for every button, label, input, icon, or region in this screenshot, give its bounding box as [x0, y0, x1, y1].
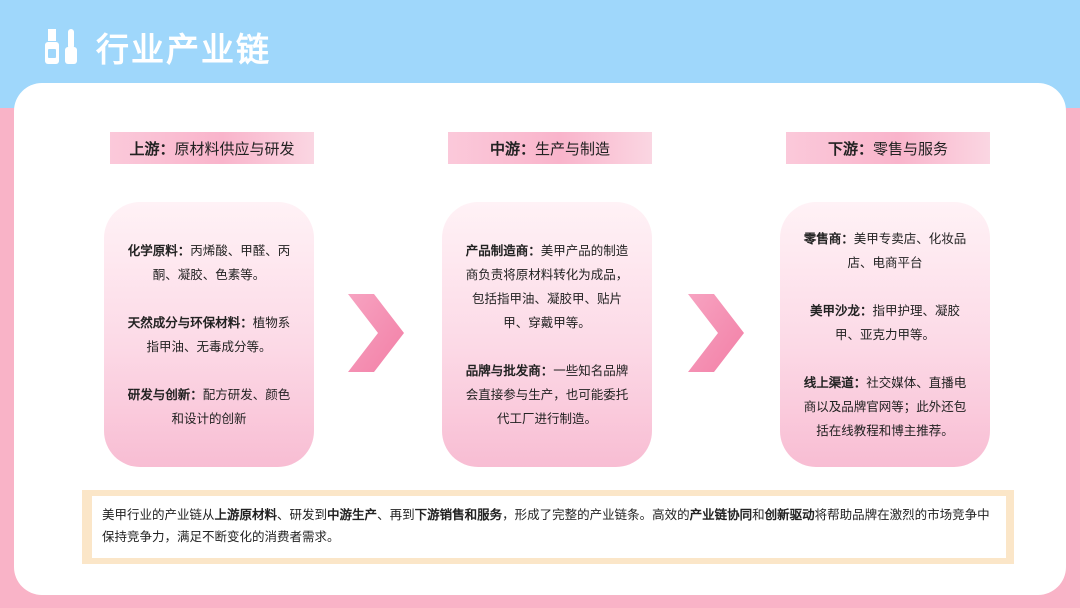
stage-label-bold: 上游： [129, 139, 175, 158]
stage-box-upstream: 化学原料：丙烯酸、甲醛、丙酮、凝胶、色素等。 天然成分与环保材料：植物系指甲油、… [104, 202, 314, 467]
summary-highlight: 上游原材料 [214, 507, 278, 522]
list-item: 研发与创新：配方研发、颜色和设计的创新 [124, 383, 294, 431]
list-item: 化学原料：丙烯酸、甲醛、丙酮、凝胶、色素等。 [124, 239, 294, 287]
summary-segment: 将帮助品牌在激烈的市场竞争中保持竞争力，满足不断变化的消费者需求。 [102, 507, 990, 544]
list-item: 品牌与批发商：一些知名品牌会直接参与生产，也可能委托代工厂进行制造。 [462, 359, 632, 431]
item-text: 指甲护理、凝胶甲、亚克力甲等。 [834, 302, 961, 342]
summary-highlight: 产业链协同 [689, 507, 753, 522]
chevron-right-icon [688, 294, 744, 376]
item-text: 配方研发、颜色和设计的创新 [171, 386, 291, 426]
list-item: 线上渠道：社交媒体、直播电商以及品牌官网等；此外还包括在线教程和博主推荐。 [800, 371, 970, 443]
summary-segment: 和 [752, 507, 765, 522]
summary-highlight: 创新驱动 [764, 507, 815, 522]
stage-box-downstream: 零售商：美甲专卖店、化妆品店、电商平台 美甲沙龙：指甲护理、凝胶甲、亚克力甲等。… [780, 202, 990, 467]
list-item: 美甲沙龙：指甲护理、凝胶甲、亚克力甲等。 [800, 299, 970, 347]
header: 行业产业链 [42, 24, 271, 70]
item-title: 美甲沙龙： [809, 302, 873, 318]
summary-highlight: 下游销售和服务 [414, 507, 503, 522]
stage-label-upstream: 上游：原材料供应与研发 [110, 132, 314, 164]
chevron-right-icon [348, 294, 404, 376]
stage-label-downstream: 下游：零售与服务 [786, 132, 990, 164]
item-title: 零售商： [803, 230, 854, 246]
item-text: 一些知名品牌会直接参与生产，也可能委托代工厂进行制造。 [465, 362, 629, 426]
stage-box-midstream: 产品制造商：美甲产品的制造商负责将原材料转化为成品，包括指甲油、凝胶甲、贴片甲、… [442, 202, 652, 467]
list-item: 零售商：美甲专卖店、化妆品店、电商平台 [800, 227, 970, 275]
item-text: 丙烯酸、甲醛、丙酮、凝胶、色素等。 [152, 242, 291, 282]
summary-segment: 美甲行业的产业链从 [102, 507, 215, 522]
item-title: 研发与创新： [127, 386, 203, 402]
item-title: 线上渠道： [803, 374, 867, 390]
item-text: 美甲产品的制造商负责将原材料转化为成品，包括指甲油、凝胶甲、贴片甲、穿戴甲等。 [465, 242, 629, 330]
item-title: 天然成分与环保材料： [127, 314, 253, 330]
stage-label-bold: 下游： [827, 139, 873, 158]
stage-label-text: 零售与服务 [873, 139, 949, 158]
list-item: 产品制造商：美甲产品的制造商负责将原材料转化为成品，包括指甲油、凝胶甲、贴片甲、… [462, 239, 632, 335]
summary-highlight: 中游生产 [327, 507, 378, 522]
summary-text: 美甲行业的产业链从上游原材料、研发到中游生产、再到下游销售和服务，形成了完整的产… [92, 496, 1006, 558]
stage-label-text: 生产与制造 [535, 139, 611, 158]
page-title: 行业产业链 [96, 30, 271, 69]
item-text: 美甲专卖店、化妆品店、电商平台 [847, 230, 967, 270]
summary-segment: ，形成了完整的产业链条。高效的 [502, 507, 690, 522]
stage-label-text: 原材料供应与研发 [174, 139, 295, 158]
item-text: 植物系指甲油、无毒成分等。 [146, 314, 291, 354]
stage-label-bold: 中游： [489, 139, 535, 158]
item-title: 产品制造商： [465, 242, 541, 258]
nail-polish-icon [42, 27, 82, 67]
summary-segment: 、研发到 [277, 507, 328, 522]
item-title: 品牌与批发商： [465, 362, 554, 378]
item-title: 化学原料： [127, 242, 191, 258]
list-item: 天然成分与环保材料：植物系指甲油、无毒成分等。 [124, 311, 294, 359]
item-text: 社交媒体、直播电商以及品牌官网等；此外还包括在线教程和博主推荐。 [803, 374, 967, 438]
stage-label-midstream: 中游：生产与制造 [448, 132, 652, 164]
summary-segment: 、再到 [377, 507, 415, 522]
